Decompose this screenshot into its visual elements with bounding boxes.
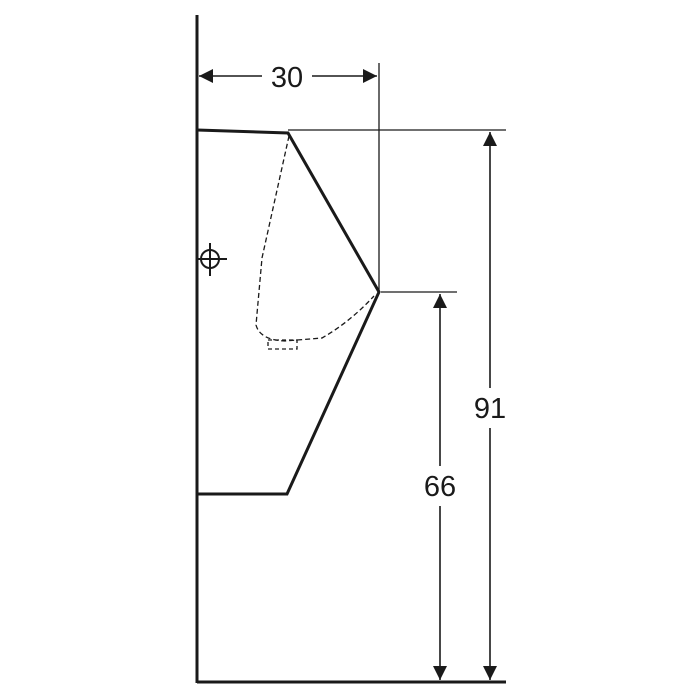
outlet-hidden-line <box>267 339 298 350</box>
label-mask-total-height <box>466 388 514 428</box>
urinal-outline <box>196 128 381 496</box>
connection-center-mark-icon <box>196 243 227 276</box>
label-mask-projection <box>262 60 312 94</box>
dimension-label-projection: 30 <box>271 62 303 94</box>
label-mask-rim-height <box>416 466 464 506</box>
dimension-label-total-height: 91 <box>474 393 506 425</box>
inner-bowl-hidden-line <box>255 135 375 342</box>
dimension-label-rim-height: 66 <box>424 471 456 503</box>
